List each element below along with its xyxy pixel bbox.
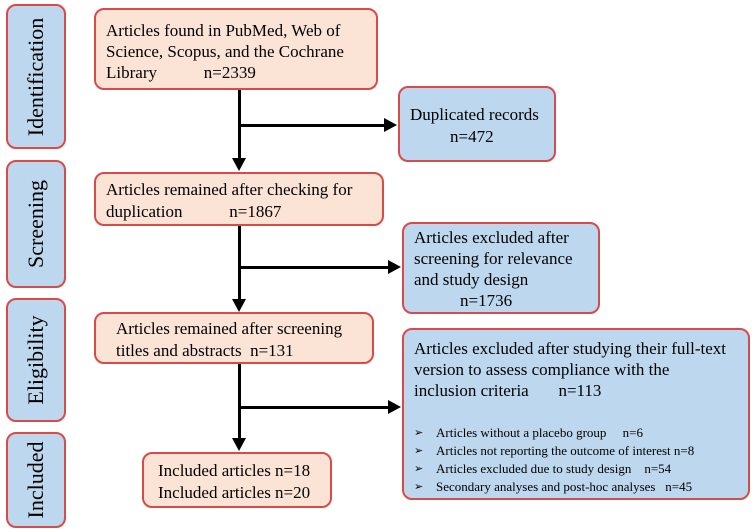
box-text-line: titles and abstracts n=131: [116, 341, 294, 360]
stage-label: Identification: [23, 17, 48, 136]
box-text-line: Articles excluded after: [414, 228, 569, 247]
bullet-arrow-icon: ➢: [414, 445, 424, 457]
box-text-line: Science, Scopus, and the Cochrane: [106, 42, 344, 61]
stage-label: Eligibility: [23, 315, 48, 405]
exclusion-reason: Secondary analyses and post-hoc analyses…: [436, 479, 693, 494]
box-text-line: duplication n=1867: [106, 202, 282, 221]
box-text-line: and study design: [414, 270, 529, 289]
box-text-line: inclusion criteria n=113: [414, 381, 602, 400]
eligibility-box: Articles remained after screening titles…: [94, 312, 374, 364]
box-text-line: screening for relevance: [414, 249, 573, 268]
included-box: Included articles n=18 Included articles…: [142, 452, 332, 508]
bullet-arrow-icon: ➢: [414, 481, 424, 493]
box-text-line: Included articles n=18: [158, 461, 311, 480]
connector-line: [238, 226, 241, 302]
box-text-line: Library n=2339: [106, 63, 256, 82]
stage-identification: Identification: [6, 4, 66, 149]
bullet-arrow-icon: ➢: [414, 463, 424, 475]
duplicates-box: Duplicated records n=472: [398, 86, 556, 162]
arrow-down-icon: [232, 299, 246, 312]
excluded-fulltext-box: Articles excluded after studying their f…: [402, 328, 750, 500]
bullet-arrow-icon: ➢: [414, 427, 424, 439]
stage-included: Included: [6, 432, 66, 528]
box-text-line: version to assess compliance with the: [414, 360, 670, 379]
stage-label: Screening: [23, 180, 48, 268]
exclusion-reason: Articles without a placebo group n=6: [436, 425, 643, 440]
arrow-down-icon: [232, 158, 246, 171]
arrow-right-icon: [384, 118, 397, 132]
box-text-line: Articles remained after screening: [116, 319, 343, 338]
connector-line: [240, 124, 385, 127]
stage-eligibility: Eligibility: [6, 298, 66, 422]
box-text-line: Articles excluded after studying their f…: [414, 339, 727, 358]
box-text-line: n=472: [450, 127, 494, 146]
arrow-right-icon: [388, 400, 401, 414]
screening-box: Articles remained after checking for dup…: [94, 172, 384, 226]
exclusion-reason: Articles not reporting the outcome of in…: [436, 443, 695, 458]
connector-line: [238, 364, 241, 440]
box-text-line: Duplicated records: [410, 105, 539, 124]
stage-label: Included: [23, 441, 48, 519]
connector-line: [238, 90, 241, 160]
box-text-line: Articles remained after checking for: [106, 180, 353, 199]
box-text-line: Included articles n=20: [158, 483, 311, 502]
identification-box: Articles found in PubMed, Web of Science…: [94, 8, 378, 90]
exclusion-reason: Articles excluded due to study design n=…: [436, 461, 672, 476]
arrow-down-icon: [232, 438, 246, 451]
box-text-line: n=1736: [460, 291, 513, 310]
stage-screening: Screening: [6, 160, 66, 288]
connector-line: [240, 406, 389, 409]
box-text-line: Articles found in PubMed, Web of: [106, 21, 341, 40]
excluded-screening-box: Articles excluded after screening for re…: [402, 222, 600, 314]
arrow-right-icon: [388, 260, 401, 274]
connector-line: [240, 266, 389, 269]
